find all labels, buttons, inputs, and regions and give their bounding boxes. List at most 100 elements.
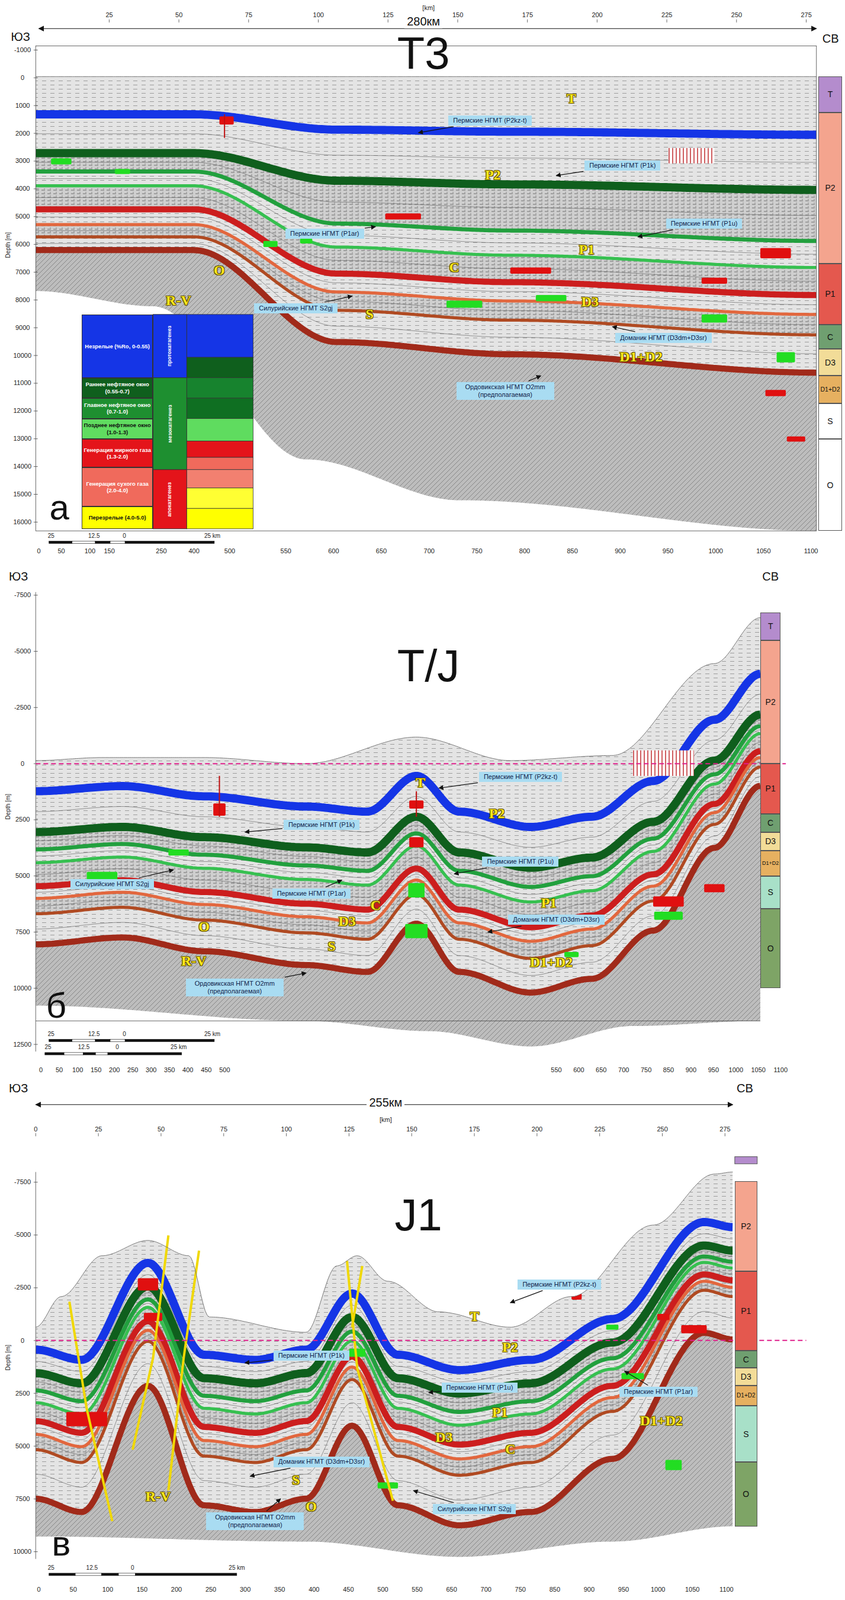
maturity-swatch <box>186 357 253 378</box>
maturity-swatch <box>186 377 253 398</box>
axis-tick-label: 13000 <box>13 434 32 443</box>
depth-tick <box>33 1392 38 1394</box>
callout-text: Доманик НГМТ (D3dm+D3sr) <box>278 1457 365 1465</box>
depth-tick <box>33 105 38 106</box>
formation-label: P2 <box>484 166 501 184</box>
km-tick <box>457 19 458 23</box>
scale-bar <box>95 1052 108 1055</box>
formation-label: D1+D2 <box>619 348 663 366</box>
direction-label: ЮЗ <box>10 30 30 44</box>
cross-section <box>35 617 761 1600</box>
band-label: O <box>767 943 774 953</box>
source-rock-callout: Доманик НГМТ (D3dm+D3sr) <box>273 1456 370 1467</box>
stratigraphic-band: D3 <box>734 1367 758 1385</box>
stratigraphic-band: O <box>760 908 781 988</box>
oil-accumulation <box>300 238 313 244</box>
depth-tick <box>33 382 38 384</box>
depth-tick <box>33 521 38 523</box>
axis-tick-label: -7500 <box>14 1177 31 1186</box>
depth-tick <box>33 466 38 467</box>
axis-tick-label: 750 <box>515 1585 526 1593</box>
surface-line <box>35 617 761 764</box>
axis-tick-label: 1100 <box>773 1065 788 1074</box>
source-rock-callout: Силурийские НГМТ S2gj <box>432 1503 517 1514</box>
axis-tick-label: 50 <box>69 1585 77 1593</box>
source-rock-horizon <box>35 1332 733 1525</box>
axis-tick-label: 700 <box>423 547 435 555</box>
axis-tick-label: 250 <box>657 1125 668 1133</box>
depth-tick <box>33 438 38 439</box>
axis-tick-label: 11000 <box>13 378 32 387</box>
scale-label: 25 km <box>170 1043 187 1051</box>
axis-tick-label: 250 <box>205 1585 217 1593</box>
band-label: S <box>827 416 833 426</box>
axis-tick-label: 350 <box>164 1065 175 1074</box>
callout-text: Силурийские НГМТ S2gj <box>75 879 150 888</box>
km-tick <box>35 1132 37 1136</box>
source-rock-callout: Пермские НГМТ (P1ar) <box>272 888 351 899</box>
axis-tick-label: 1100 <box>804 547 819 555</box>
axis-tick-label: 10000 <box>13 1547 32 1555</box>
stratigraphic-band: S <box>760 875 781 909</box>
fault <box>69 1300 112 1521</box>
distance-label: 280км <box>404 14 443 29</box>
band-label: D1+D2 <box>762 859 779 866</box>
source-rock-callout: Силурийские НГМТ S2gj <box>254 303 338 314</box>
source-rock-callout: Доманик НГМТ (D3dm+D3sr) <box>508 914 604 925</box>
formation-label: P2 <box>489 805 506 822</box>
axis-tick-label: 175 <box>522 11 533 19</box>
source-rock-horizon <box>35 114 816 136</box>
formation-label: P2 <box>502 1338 519 1356</box>
axis-tick-label: 50 <box>157 1125 165 1133</box>
gas-accumulation <box>765 389 786 396</box>
axis-tick-label: 0 <box>20 759 25 768</box>
surface-line <box>35 76 816 77</box>
band-label: C <box>827 332 834 342</box>
stratigraphic-band: T <box>818 76 843 112</box>
maturity-swatch <box>186 469 253 488</box>
band-label: P2 <box>765 696 776 707</box>
km-tick <box>666 19 668 23</box>
formation-label: T <box>469 1308 480 1325</box>
axis-tick-label: 500 <box>224 547 236 555</box>
scale-label: 12.5 <box>86 1563 98 1571</box>
axis-tick-label: 950 <box>618 1585 629 1593</box>
axis-title: Depth [m] <box>4 793 12 819</box>
axis-tick-label: 450 <box>342 1585 354 1593</box>
axis-tick-label: 250 <box>127 1065 138 1074</box>
axis-tick-label: 12000 <box>13 406 32 415</box>
scale-bar <box>110 540 125 544</box>
axis-tick-label: 15000 <box>13 490 32 498</box>
axis-tick-label: -2500 <box>14 1283 31 1291</box>
callout-text: Ордовикская НГМТ O2mm (предполагаемая) <box>190 979 279 995</box>
axis-tick-label: 2000 <box>15 129 30 138</box>
callout-text: Ордовикская НГМТ O2mm (предполагаемая) <box>210 1512 300 1529</box>
callout-text: Пермские НГМТ (P2kz-t) <box>483 772 558 781</box>
formation-label: T <box>415 774 426 792</box>
axis-tick-label: 7000 <box>15 268 30 276</box>
scale-label: 25 <box>47 1030 55 1038</box>
formation-label: D3 <box>581 293 599 311</box>
source-rock-horizon <box>35 1245 733 1394</box>
band-label: O <box>742 1488 750 1499</box>
gas-accumulation <box>409 836 424 847</box>
oil-accumulation <box>407 882 425 898</box>
stratigraphic-band: D1+D2 <box>760 850 781 876</box>
catagenesis-label: апокатагенез <box>166 482 173 517</box>
depth-axis <box>35 1171 37 1558</box>
formation-label: O <box>213 262 226 279</box>
axis-tick-label: 450 <box>200 1065 212 1074</box>
depth-tick <box>33 188 38 189</box>
leader-line <box>438 782 478 788</box>
stratigraphic-band: S <box>734 1405 758 1462</box>
gas-accumulation <box>385 213 422 220</box>
leader-line <box>624 1370 649 1386</box>
scale-bar <box>49 540 73 544</box>
depth-tick <box>33 987 38 989</box>
axis-tick-label: -5000 <box>14 647 31 655</box>
source-rock-callout: Пермские НГМТ (P1k) <box>273 1350 350 1361</box>
maturity-swatch <box>186 441 253 458</box>
axis-tick-label: 300 <box>239 1585 251 1593</box>
gas-accumulation <box>680 1324 707 1333</box>
legend-text: Позднее нефтяное окно (1.0-1.3) <box>82 421 153 436</box>
